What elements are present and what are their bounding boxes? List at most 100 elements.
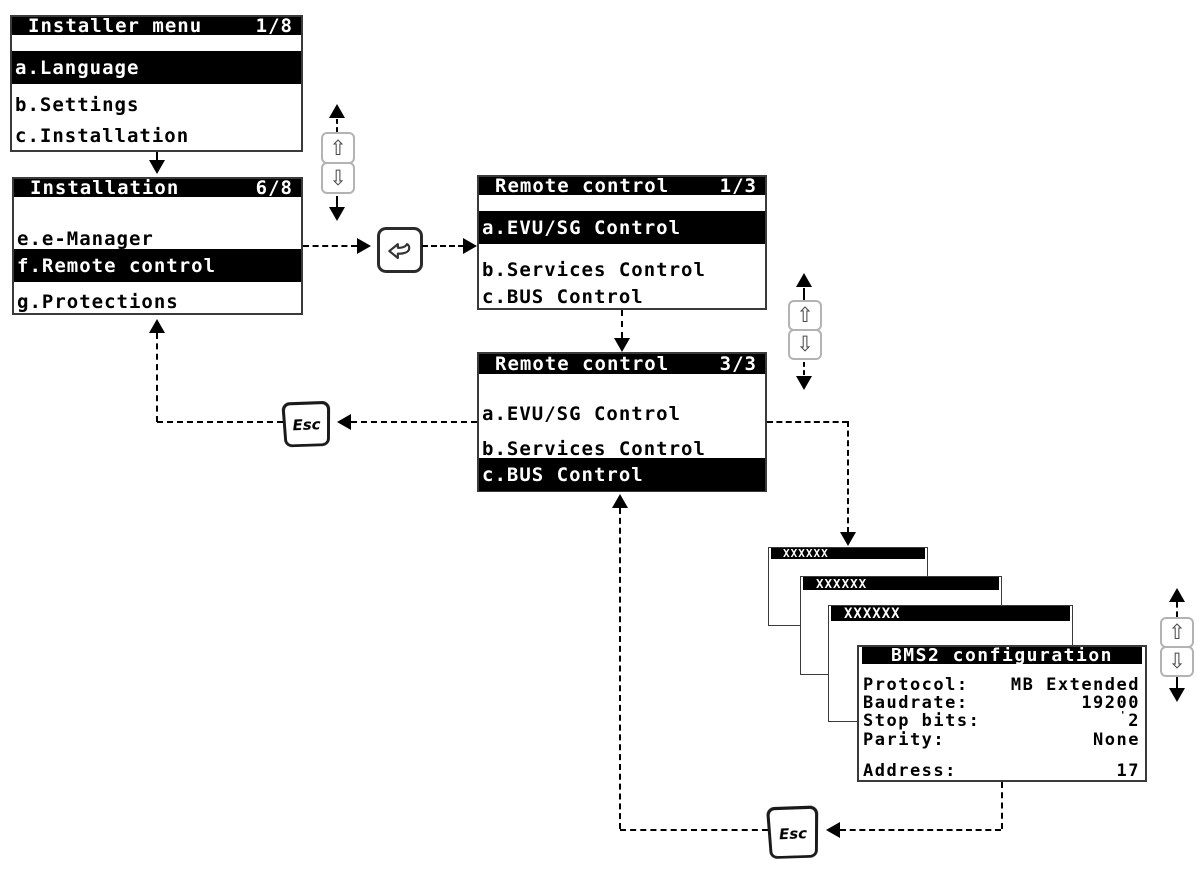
up-key-icon: ⇧ [321, 132, 355, 164]
page-indicator: 3/3 [719, 354, 757, 374]
lcd-screen-remote-control-1: Remote control 1/3 a.EVU/SG Control b.Se… [477, 175, 767, 310]
enter-arrow-icon [388, 243, 411, 260]
field-baudrate: Baudrate: 19200 [863, 693, 1140, 712]
menu-item-evu-sg-control: a.EVU/SG Control [479, 399, 765, 429]
menu-item-e-manager: e.e-Manager [14, 224, 301, 254]
down-key-icon: ⇩ [1160, 646, 1194, 677]
menu-item-label: c.Installation [15, 125, 190, 147]
up-down-keys: ⇧ ⇩ [1160, 617, 1194, 677]
field-value: '2 [1119, 709, 1140, 731]
edit-cursor: ' [1119, 709, 1128, 721]
menu-item-services-control: b.Services Control [479, 255, 765, 285]
down-key-icon: ⇩ [788, 329, 822, 360]
esc-key-label: Esc [291, 415, 321, 435]
connector-dash [767, 421, 848, 423]
menu-item-label: c.BUS Control [482, 286, 644, 308]
connector-dash [1001, 782, 1003, 829]
arrowhead-down [796, 376, 812, 390]
arrowhead-up [1169, 588, 1185, 602]
connector-dash [156, 152, 158, 160]
connector-dash [157, 421, 283, 423]
connector-dash [803, 288, 805, 300]
connector-dash [1176, 677, 1178, 688]
connector-dash [336, 119, 338, 132]
lcd-header: BMS2 configuration [862, 647, 1142, 664]
arrowhead-down [149, 160, 165, 174]
enter-key [377, 227, 423, 273]
screen-title: Installation [30, 179, 180, 197]
connector-dash [303, 245, 357, 247]
esc-key: Esc [281, 400, 331, 448]
lcd-screen-installation: Installation 6/8 e.e-Manager f.Remote co… [12, 177, 303, 315]
up-down-keys: ⇧ ⇩ [788, 300, 822, 360]
field-label: Parity: [863, 729, 946, 750]
lcd-screen-installer-menu: Installer menu 1/8 a.Language b.Settings… [10, 15, 303, 152]
menu-item-label: b.Services Control [482, 259, 706, 281]
esc-key-label: Esc [778, 824, 808, 843]
arrowhead-left [337, 414, 351, 430]
page-indicator: 1/8 [255, 17, 293, 35]
screen-title: XXXXXX [844, 606, 901, 621]
field-value: 17 [1116, 760, 1140, 781]
connector-dash [803, 362, 805, 375]
arrowhead-down [840, 532, 856, 546]
down-key-icon: ⇩ [321, 162, 355, 194]
arrowhead-up [329, 104, 345, 118]
page-indicator: 6/8 [255, 179, 293, 197]
lcd-header: XXXXXX [831, 606, 1070, 621]
field-label: Baudrate: [863, 692, 969, 713]
menu-item-label: b.Settings [15, 94, 140, 116]
connector-dash [336, 196, 338, 207]
menu-item-label: a.EVU/SG Control [482, 403, 682, 425]
screen-title: BMS2 configuration [890, 647, 1114, 664]
field-label: Protocol: [863, 674, 969, 695]
screen-title: Installer menu [28, 17, 203, 35]
lcd-header: Installer menu 1/8 [12, 17, 301, 35]
menu-item-label: e.e-Manager [17, 228, 154, 250]
up-down-keys: ⇧ ⇩ [321, 132, 355, 194]
arrowhead-up [796, 273, 812, 287]
lcd-screen-remote-control-3: Remote control 3/3 a.EVU/SG Control b.Se… [477, 352, 767, 492]
field-address: Address: 17 [863, 761, 1140, 780]
menu-item-evu-sg-control: a.EVU/SG Control [479, 211, 765, 244]
arrowhead-down [329, 207, 345, 221]
field-label: Address: [863, 760, 957, 781]
field-value: None [1093, 729, 1140, 750]
menu-item-installation: c.Installation [12, 121, 301, 151]
field-stop-bits: Stop bits: '2 [863, 709, 1140, 731]
lcd-header: XXXXXX [771, 548, 925, 559]
menu-item-label: a.EVU/SG Control [482, 216, 682, 239]
menu-item-remote-control: f.Remote control [14, 249, 301, 282]
connector-dash [847, 421, 849, 533]
menu-item-bus-control: c.BUS Control [479, 458, 765, 491]
field-protocol: Protocol: MB Extended [863, 675, 1140, 694]
lcd-header: XXXXXX [803, 577, 999, 590]
connector-dash [422, 245, 464, 247]
arrowhead-right [357, 238, 371, 254]
menu-item-label: b.Services Control [482, 438, 706, 460]
field-value: 19200 [1081, 692, 1140, 713]
lcd-header: Remote control 1/3 [479, 177, 765, 195]
lcd-header: Remote control 3/3 [479, 354, 765, 374]
field-parity: Parity: None [863, 730, 1140, 749]
arrowhead-up [612, 494, 628, 508]
up-key-icon: ⇧ [788, 300, 822, 331]
connector-dash [351, 421, 477, 423]
field-label: Stop bits: [863, 710, 981, 731]
connector-dash [1176, 602, 1178, 617]
menu-item-label: f.Remote control [17, 254, 217, 277]
screen-title: XXXXXX [816, 577, 868, 590]
menu-item-label: c.BUS Control [482, 463, 644, 486]
screen-title: XXXXXX [783, 548, 829, 559]
arrowhead-down [614, 338, 630, 352]
page-indicator: 1/3 [719, 177, 757, 195]
arrowhead-right [463, 238, 477, 254]
menu-item-label: a.Language [15, 56, 140, 79]
arrowhead-left [826, 822, 840, 838]
menu-item-settings: b.Settings [12, 90, 301, 120]
esc-key: Esc [765, 805, 819, 860]
menu-item-protections: g.Protections [14, 289, 301, 315]
menu-item-label: g.Protections [17, 291, 179, 313]
lcd-screen-bms2-configuration: BMS2 configuration Protocol: MB Extended… [857, 645, 1147, 782]
screen-title: Remote control [495, 177, 670, 195]
